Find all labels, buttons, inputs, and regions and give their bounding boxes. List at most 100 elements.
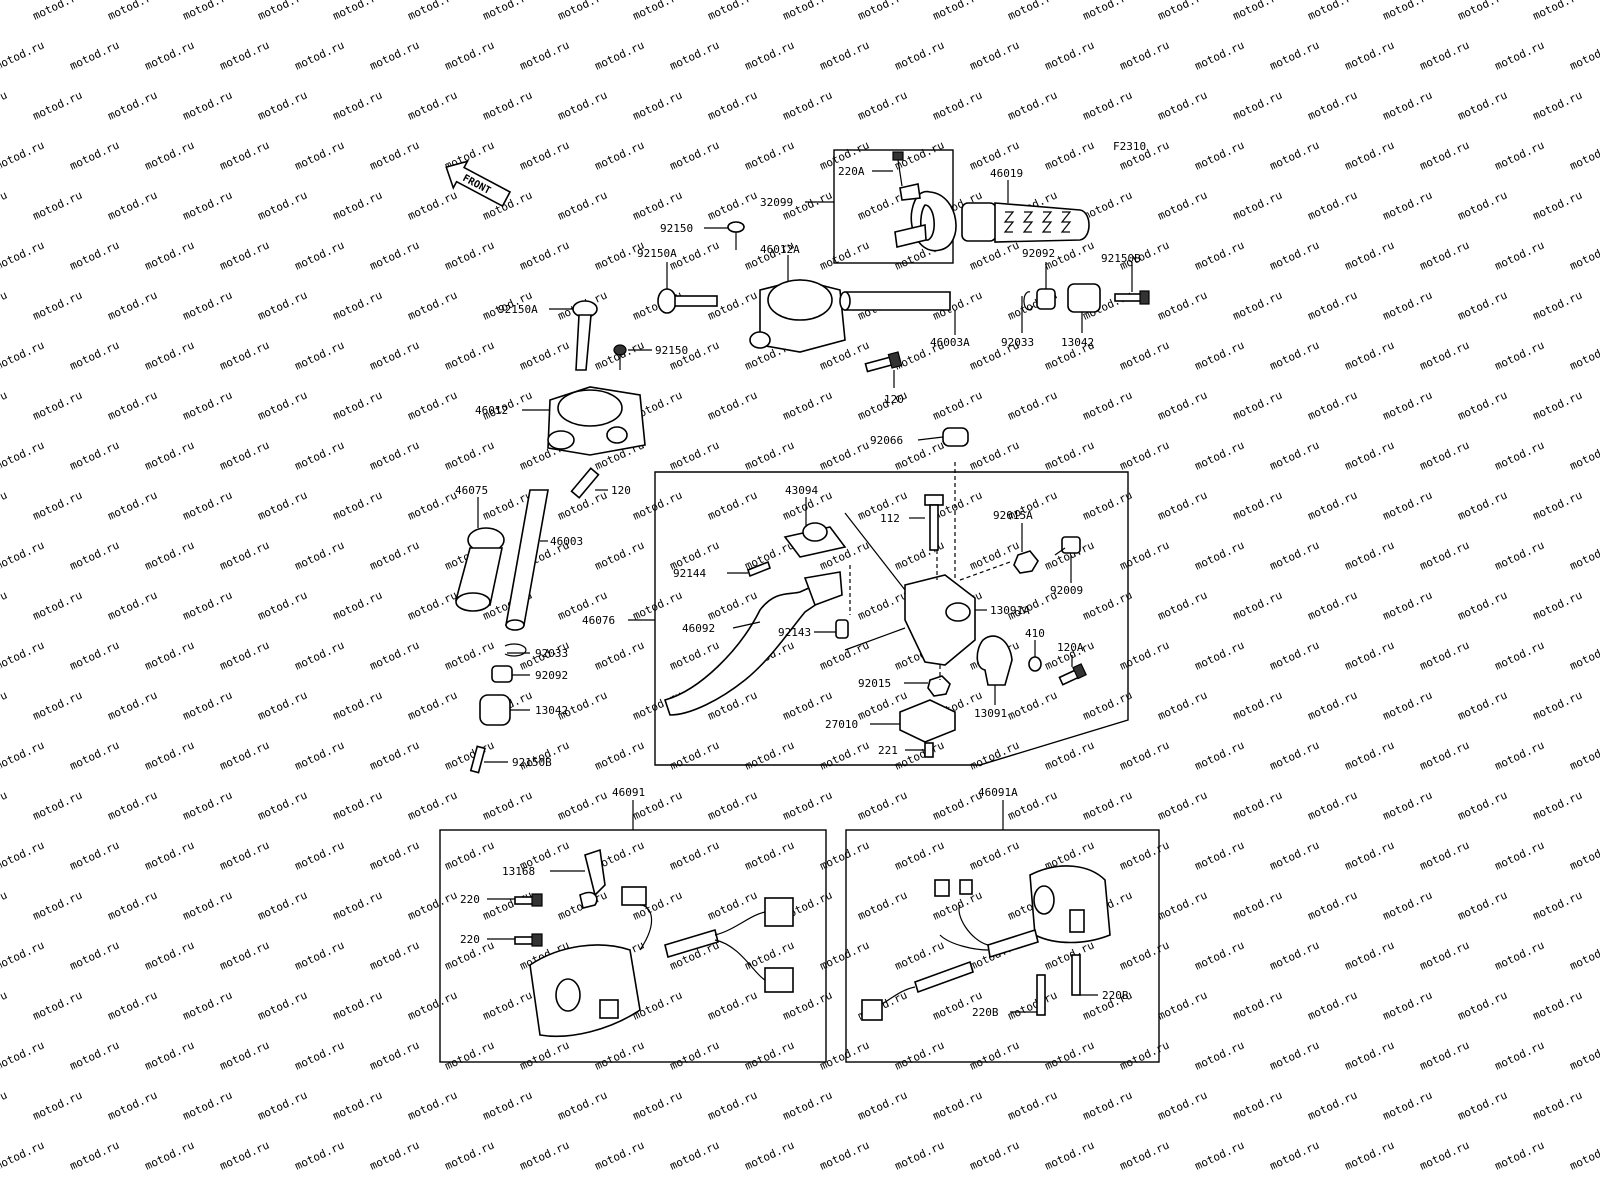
label-92144: 92144 bbox=[673, 567, 706, 580]
lever-46092 bbox=[663, 571, 843, 716]
handlebar-46003 bbox=[505, 489, 549, 631]
watermark-text: motod.ru bbox=[1043, 139, 1097, 173]
label-92015: 92015 bbox=[858, 677, 891, 690]
watermark-text: motod.ru bbox=[1006, 989, 1060, 1023]
watermark-text: motod.ru bbox=[593, 739, 647, 773]
watermark-text: motod.ru bbox=[181, 489, 235, 523]
watermark-text: motod.ru bbox=[931, 789, 985, 823]
label-92015a: 92015A bbox=[993, 509, 1033, 522]
watermark-text: motod.ru bbox=[218, 739, 272, 773]
watermark-text: motod.ru bbox=[1343, 339, 1397, 373]
watermark-text: motod.ru bbox=[218, 539, 272, 573]
watermark-text: motod.ru bbox=[1268, 839, 1322, 873]
watermark-text: motod.ru bbox=[256, 489, 310, 523]
watermark-text: motod.ru bbox=[1531, 189, 1585, 223]
bolt-92150-top bbox=[727, 221, 745, 250]
watermark-text: motod.ru bbox=[406, 1089, 460, 1123]
watermark-text: motod.ru bbox=[406, 789, 460, 823]
watermark-text: motod.ru bbox=[1193, 339, 1247, 373]
watermark-text: motod.ru bbox=[293, 639, 347, 673]
watermark-text: motod.ru bbox=[68, 539, 122, 573]
watermark-text: motod.ru bbox=[293, 139, 347, 173]
lever-box bbox=[654, 471, 1129, 766]
watermark-text: motod.ru bbox=[1381, 389, 1435, 423]
watermark-text: motod.ru bbox=[1381, 889, 1435, 923]
watermark-text: motod.ru bbox=[181, 689, 235, 723]
watermark-text: motod.ru bbox=[1568, 639, 1600, 673]
lever-box-lines bbox=[844, 512, 1011, 680]
watermark-text: motod.ru bbox=[1568, 1139, 1600, 1173]
watermark-text: motod.ru bbox=[1418, 839, 1472, 873]
screw-221 bbox=[924, 742, 934, 758]
watermark-text: motod.ru bbox=[743, 39, 797, 73]
watermark-text: motod.ru bbox=[1418, 439, 1472, 473]
watermark-text: motod.ru bbox=[706, 489, 760, 523]
watermark-text: motod.ru bbox=[1006, 89, 1060, 123]
watermark-text: motod.ru bbox=[668, 1139, 722, 1173]
watermark-text: motod.ru bbox=[31, 1089, 85, 1123]
watermark-text: motod.ru bbox=[406, 889, 460, 923]
watermark-text: motod.ru bbox=[1531, 1089, 1585, 1123]
watermark-text: motod.ru bbox=[1493, 639, 1547, 673]
watermark-text: motod.ru bbox=[1343, 239, 1397, 273]
watermark-text: motod.ru bbox=[1456, 1089, 1510, 1123]
watermark-text: motod.ru bbox=[481, 1089, 535, 1123]
watermark-text: motod.ru bbox=[1231, 789, 1285, 823]
watermark-text: motod.ru bbox=[143, 939, 197, 973]
watermark-text: motod.ru bbox=[1418, 939, 1472, 973]
cap-92066 bbox=[942, 427, 969, 580]
watermark-text: motod.ru bbox=[556, 1089, 610, 1123]
watermark-text: motod.ru bbox=[931, 389, 985, 423]
watermark-text: motod.ru bbox=[1381, 689, 1435, 723]
watermark-text: motod.ru bbox=[443, 739, 497, 773]
watermark-text: motod.ru bbox=[1043, 39, 1097, 73]
watermark-text: motod.ru bbox=[1006, 389, 1060, 423]
label-46012: 46012 bbox=[475, 404, 508, 417]
watermark-text: motod.ru bbox=[0, 889, 9, 923]
label-92066: 92066 bbox=[870, 434, 903, 447]
watermark-text: motod.ru bbox=[818, 239, 872, 273]
watermark-text: motod.ru bbox=[0, 739, 46, 773]
watermark-text: motod.ru bbox=[443, 239, 497, 273]
watermark-text: motod.ru bbox=[1268, 139, 1322, 173]
label-46091: 46091 bbox=[612, 786, 645, 799]
watermark-text: motod.ru bbox=[1568, 139, 1600, 173]
watermark-text: motod.ru bbox=[1231, 589, 1285, 623]
watermark-text: motod.ru bbox=[1081, 389, 1135, 423]
watermark-text: motod.ru bbox=[1268, 339, 1322, 373]
watermark-text: motod.ru bbox=[593, 139, 647, 173]
watermark-text: motod.ru bbox=[256, 689, 310, 723]
watermark-text: motod.ru bbox=[0, 689, 9, 723]
watermark-text: motod.ru bbox=[368, 1039, 422, 1073]
watermark-text: motod.ru bbox=[556, 0, 610, 23]
watermark-text: motod.ru bbox=[1306, 789, 1360, 823]
watermark-text: motod.ru bbox=[1493, 839, 1547, 873]
watermark-text: motod.ru bbox=[1456, 589, 1510, 623]
watermark-text: motod.ru bbox=[518, 239, 572, 273]
watermark-text: motod.ru bbox=[0, 139, 46, 173]
watermark-text: motod.ru bbox=[106, 1089, 160, 1123]
watermark-text: motod.ru bbox=[631, 189, 685, 223]
watermark-text: motod.ru bbox=[0, 939, 46, 973]
label-46012a: 46012A bbox=[760, 243, 800, 256]
watermark-text: motod.ru bbox=[893, 1139, 947, 1173]
watermark-text: motod.ru bbox=[0, 989, 9, 1023]
watermark-text: motod.ru bbox=[631, 489, 685, 523]
label-46091a: 46091A bbox=[978, 786, 1018, 799]
watermark-text: motod.ru bbox=[743, 1039, 797, 1073]
watermark-text: motod.ru bbox=[856, 1089, 910, 1123]
watermark-text: motod.ru bbox=[1456, 889, 1510, 923]
watermark-text: motod.ru bbox=[556, 789, 610, 823]
watermark-text: motod.ru bbox=[1456, 289, 1510, 323]
watermark-text: motod.ru bbox=[368, 1139, 422, 1173]
watermark-text: motod.ru bbox=[1193, 1139, 1247, 1173]
label-92150a-left: 92150A bbox=[498, 303, 538, 316]
watermark-text: motod.ru bbox=[368, 339, 422, 373]
watermark-text: motod.ru bbox=[0, 589, 9, 623]
watermark-text: motod.ru bbox=[331, 889, 385, 923]
collar-92092-bot bbox=[491, 665, 513, 683]
nut-92015 bbox=[927, 675, 951, 697]
watermark-text: motod.ru bbox=[181, 289, 235, 323]
watermark-text: motod.ru bbox=[856, 0, 910, 23]
